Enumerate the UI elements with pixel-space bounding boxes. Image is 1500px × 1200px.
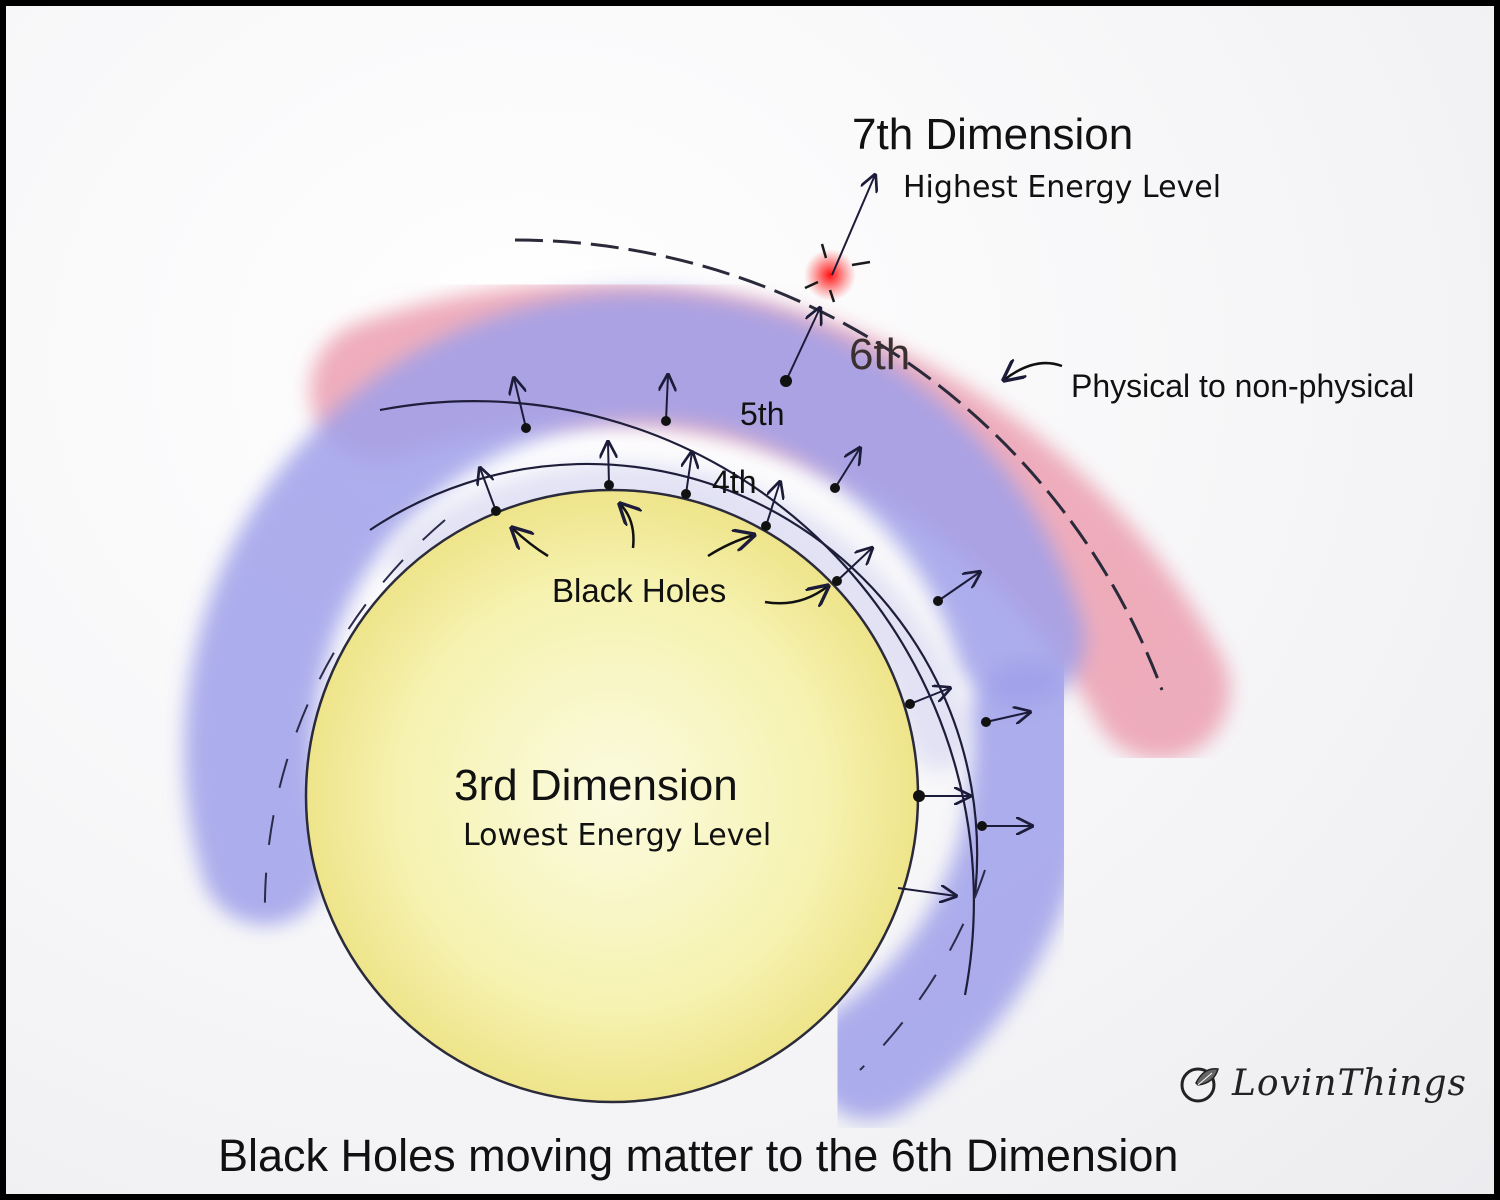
dimension-7-title: 7th Dimension bbox=[852, 110, 1134, 159]
star-glow bbox=[804, 249, 856, 301]
black-holes-label: Black Holes bbox=[552, 572, 727, 609]
dimension-5-lower-dashed bbox=[859, 869, 986, 1071]
dimension-4-ring bbox=[369, 462, 979, 896]
dimension-7-subtitle: Highest Energy Level bbox=[903, 170, 1222, 205]
leaf-logo-icon bbox=[1180, 1067, 1219, 1103]
dimension-5-ring bbox=[379, 400, 975, 996]
brand-name: LovinThings bbox=[1232, 1062, 1468, 1104]
diagram-canvas: 7th Dimension Highest Energy Level 6th 5… bbox=[6, 6, 1494, 1194]
dimension-6-outer-boundary bbox=[514, 238, 1164, 691]
brand-watermark: LovinThings bbox=[1178, 1058, 1467, 1108]
dimension-6-label: 6th bbox=[849, 330, 911, 379]
dimension-3-subtitle: Lowest Energy Level bbox=[463, 818, 772, 853]
physical-pointer-arrow bbox=[1004, 363, 1063, 380]
arrow-5th-to-6th bbox=[785, 308, 820, 382]
dimension-4-label: 4th bbox=[712, 464, 757, 500]
black-hole-dots bbox=[491, 375, 991, 831]
black-hole-arrows bbox=[480, 375, 1032, 896]
star-rays bbox=[804, 243, 871, 303]
black-hole-pointer-arrows bbox=[512, 504, 828, 603]
dimension-diagram bbox=[184, 6, 1230, 1120]
dimension-3-title: 3rd Dimension bbox=[454, 761, 738, 810]
transition-label: Physical to non-physical bbox=[1071, 368, 1415, 404]
dimension-4-5-band-lower bbox=[810, 660, 1092, 1120]
arrow-to-7th bbox=[831, 175, 875, 276]
dimension-5-outer-dashed bbox=[263, 519, 446, 921]
dimension-5-label: 5th bbox=[740, 396, 785, 432]
dimension-4-5-band bbox=[184, 291, 1085, 925]
diagram-caption: Black Holes moving matter to the 6th Dim… bbox=[218, 1130, 1179, 1181]
